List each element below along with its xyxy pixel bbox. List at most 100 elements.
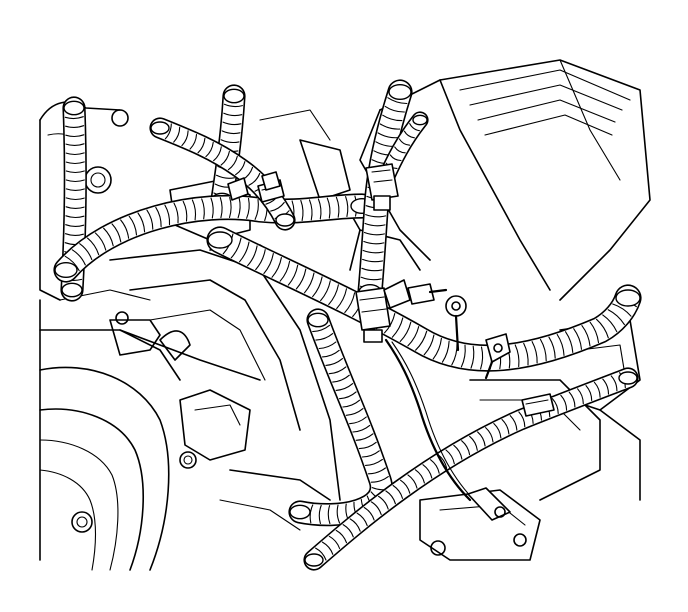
loom-end-cap: [615, 289, 641, 307]
loom-rib: [514, 344, 520, 368]
loom-rib: [398, 138, 411, 146]
loom-rib: [453, 444, 463, 460]
loom-rib: [254, 199, 259, 220]
loom-rib: [363, 506, 375, 521]
loom-rib: [71, 249, 86, 266]
loom-rib: [581, 325, 591, 347]
branch-clip: [521, 393, 555, 417]
loom-rib: [315, 547, 327, 561]
loom-rib: [247, 245, 258, 267]
loom-rib: [205, 141, 214, 158]
loom-rib: [336, 504, 341, 524]
loom-rib: [255, 249, 266, 271]
loom-rib: [65, 125, 85, 129]
loom-rib: [219, 197, 223, 219]
center-clip: [407, 283, 448, 305]
loom-rib: [585, 385, 593, 402]
loom-rib: [263, 253, 274, 275]
loom-rib: [539, 338, 547, 362]
loom-rib: [379, 123, 401, 130]
loom-rib: [432, 337, 442, 360]
loom-rib: [391, 317, 404, 338]
loom-rib: [238, 241, 250, 263]
flywheel-housing: [39, 329, 181, 571]
loom-end-cap: [388, 83, 412, 100]
loom-rib: [173, 126, 181, 143]
loom-rib: [364, 222, 386, 227]
left-branch-loom: [149, 117, 296, 231]
loom-rib: [181, 130, 189, 147]
loom-rib: [523, 342, 529, 366]
intake-manifold: [259, 59, 651, 301]
loom-rib: [65, 224, 85, 228]
loom-rib: [317, 198, 322, 220]
loom-rib: [362, 249, 384, 254]
loom-rib: [610, 375, 618, 392]
loom-rib: [327, 505, 331, 525]
loom-rib: [423, 334, 435, 356]
upper-main-loom: [53, 193, 375, 283]
loom-rib: [128, 215, 138, 236]
loom-rib: [220, 150, 230, 166]
loom-rib: [287, 264, 299, 286]
loom-rib: [332, 374, 350, 383]
loom-rib: [320, 280, 331, 302]
loom-rib: [509, 415, 518, 431]
loom-rib: [461, 440, 471, 456]
loom-rib: [392, 484, 404, 499]
loom-rib: [65, 197, 85, 201]
loom-rib: [352, 424, 371, 433]
loom-rib: [64, 116, 84, 120]
loom-rib: [227, 155, 238, 171]
loom-end-cap: [54, 262, 78, 279]
loom-rib: [65, 143, 85, 147]
loom-rib: [182, 200, 188, 222]
loom-rib: [201, 198, 205, 220]
loom-end-cap: [150, 121, 170, 135]
loom-rib: [356, 512, 368, 527]
loom-rib: [384, 105, 405, 113]
ground-wire: [384, 338, 511, 521]
loom-rib: [235, 161, 246, 176]
loom-rib: [470, 345, 475, 369]
loom-rib: [228, 196, 232, 219]
loom-rib: [477, 431, 486, 447]
loom-rib: [407, 474, 418, 489]
loom-rib: [312, 324, 331, 333]
loom-rib: [79, 243, 93, 261]
loom-rib: [415, 330, 428, 351]
loom-rib: [318, 341, 337, 350]
loom-rib: [349, 416, 367, 425]
loom-rib: [394, 146, 406, 154]
loom-end-cap: [304, 553, 324, 567]
upper-left-terminal: [227, 171, 281, 201]
loom-rib: [197, 137, 206, 154]
loom-rib: [531, 341, 538, 364]
loom-rib: [191, 199, 197, 221]
loom-end-cap: [223, 88, 245, 104]
loom-rib: [345, 196, 349, 218]
loom-rib: [312, 276, 323, 298]
loom-end-cap: [307, 312, 329, 328]
loom-rib: [385, 490, 396, 505]
loom-rib: [595, 318, 609, 339]
loom-rib: [270, 201, 285, 212]
loom-rib: [65, 170, 85, 174]
loom-end-cap: [207, 231, 233, 249]
loom-rib: [271, 256, 282, 278]
loom-rib: [367, 467, 386, 475]
loom-rib: [335, 196, 340, 218]
loom-rib: [65, 215, 85, 219]
loom-rib: [321, 349, 340, 358]
lower-center-loom: [288, 308, 393, 527]
loom-rib: [407, 326, 420, 347]
loom-rib: [248, 172, 261, 186]
loom-rib: [429, 459, 440, 474]
loom-rib: [94, 232, 107, 251]
loom-rib: [342, 399, 361, 408]
loom-rib: [389, 154, 402, 162]
loom-rib: [602, 378, 610, 395]
loom-rib: [315, 333, 334, 341]
loom-rib: [328, 535, 341, 550]
loom-rib: [364, 458, 383, 466]
